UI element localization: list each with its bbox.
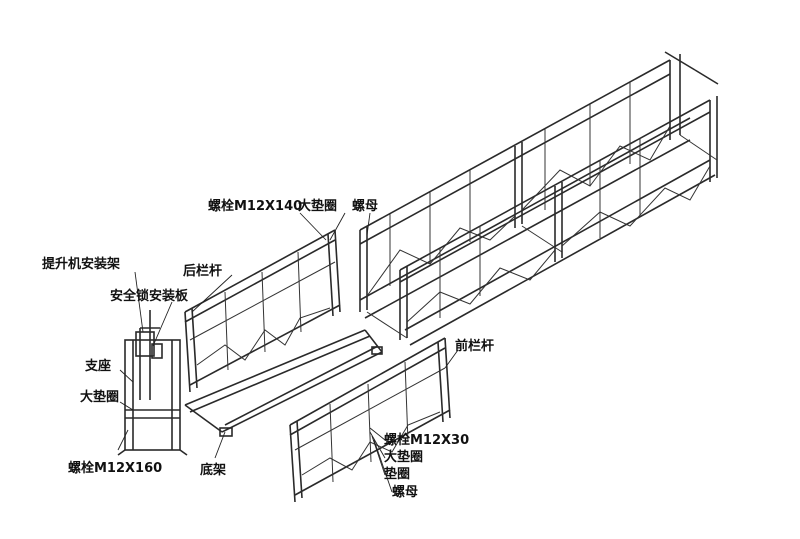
- assembled-platform: [359, 51, 719, 346]
- hoist-mount-frame: [117, 310, 188, 456]
- label-nut-top: 螺母: [352, 198, 378, 214]
- leader-lines: [117, 212, 459, 493]
- base-frame-detached: [184, 329, 383, 437]
- label-large-washer-left: 大垫圈: [80, 389, 119, 405]
- label-rear-railing: 后栏杆: [183, 263, 222, 279]
- label-front-railing: 前栏杆: [455, 338, 494, 354]
- label-support-base: 支座: [84, 358, 111, 374]
- label-nut-bottom: 螺母: [392, 484, 418, 500]
- label-bolt-m12x30: 螺栓M12X30: [384, 432, 469, 448]
- label-large-washer-bottom: 大垫圈: [384, 449, 423, 465]
- label-hoist-mount-frame: 提升机安装架: [42, 256, 120, 272]
- label-large-washer-top: 大垫圈: [298, 198, 337, 214]
- rear-railing-detached: [184, 229, 341, 393]
- label-bolt-m12x160: 螺栓M12X160: [68, 460, 162, 476]
- front-railing-detached: [289, 337, 451, 503]
- label-washer: 垫圈: [384, 466, 410, 482]
- label-base-frame: 底架: [200, 462, 226, 478]
- label-bolt-m12x140: 螺栓M12X140: [208, 198, 302, 214]
- label-safety-lock-plate: 安全锁安装板: [110, 288, 189, 304]
